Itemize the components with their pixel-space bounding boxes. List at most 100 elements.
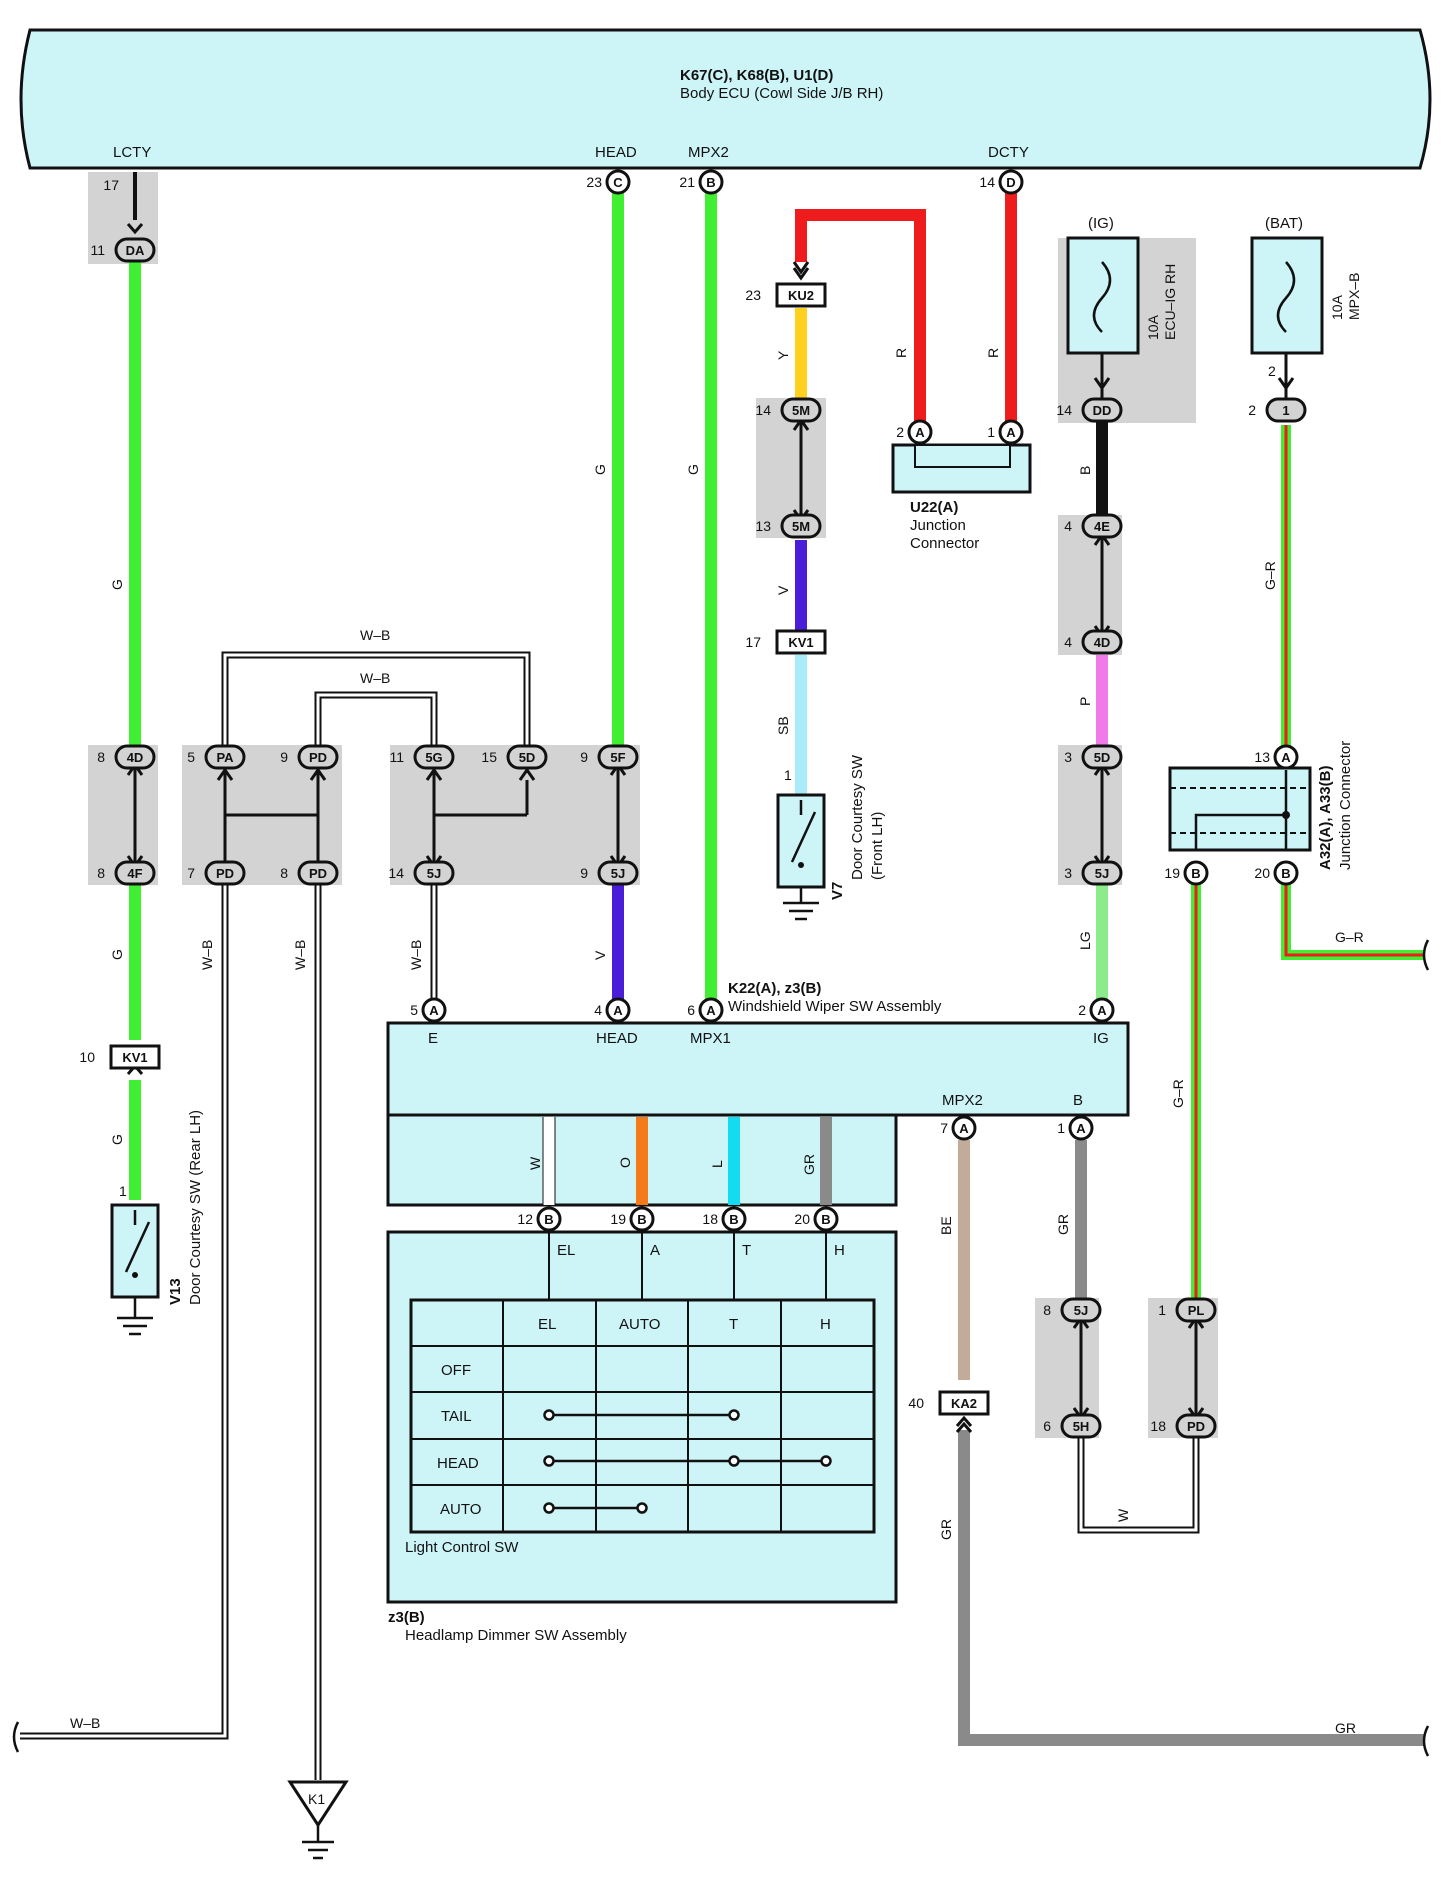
connector-pin-f4: 8 — [97, 865, 105, 881]
connector-pin-d5: 15 — [481, 749, 497, 765]
terminal-code-18: B — [821, 1212, 830, 1227]
terminal-code-9: A — [429, 1003, 439, 1018]
u22-junction-connector: U22(A) Junction Connector — [891, 443, 1032, 552]
connector-code-j5d: 5J — [1074, 1303, 1088, 1318]
terminal-code-6: A — [1281, 750, 1291, 765]
terminal-code-5: A — [1006, 425, 1016, 440]
connector-d4b: 4D4 — [1064, 629, 1123, 655]
connector-pin-j5d: 8 — [1043, 1302, 1051, 1318]
wiper-wire-o: O — [617, 1157, 633, 1168]
terminal-code-12: A — [1097, 1003, 1107, 1018]
wiper-wire-w: W — [527, 1156, 543, 1170]
wire-label-0: G — [109, 579, 125, 590]
connector-pd1: PD9 — [280, 744, 339, 770]
connector-pin-kv1a: 17 — [745, 634, 761, 650]
connector-pin-m5a: 14 — [755, 402, 771, 418]
wire-label-14: G–R — [1170, 1079, 1186, 1108]
body-ecu-subtitle: Body ECU (Cowl Side J/B RH) — [680, 85, 883, 102]
a32-id: A32(A), A33(B) — [1317, 766, 1334, 870]
connector-pin-kv1b: 10 — [79, 1049, 95, 1065]
connector-pa: PA5 — [187, 744, 246, 770]
terminal-pin-17: 18 — [702, 1211, 718, 1227]
headlamp-dimmer-sw: EL A T H EL AUTO T H OFF TAIL HEAD AU — [386, 1230, 898, 1644]
ecu-terminal-lcty: LCTY — [113, 144, 151, 161]
terminal-code-16: B — [637, 1212, 646, 1227]
terminal-17: B18 — [702, 1206, 747, 1232]
wire-label-17: W–B — [292, 940, 308, 970]
terminal-pin-16: 19 — [610, 1211, 626, 1227]
v7-id: V7 — [829, 882, 846, 900]
door-courtesy-sw-front-lh: 1 V7 Door Courtesy SW (Front LH) — [776, 754, 886, 921]
terminal-12: A2 — [1078, 997, 1115, 1023]
terminal-6: A13 — [1254, 744, 1299, 770]
v13-pin: 1 — [119, 1183, 127, 1199]
wire-label-9: SB — [775, 716, 791, 735]
terminal-0: 17 — [103, 177, 119, 193]
wire-label-18: W–B — [408, 940, 424, 970]
connector-code-j5b: 5J — [611, 866, 625, 881]
wiper-wire-gr: GR — [801, 1154, 817, 1175]
wiper-wire-l: L — [709, 1160, 725, 1168]
k1-label: K1 — [308, 1791, 325, 1807]
terminal-3: D 14 — [979, 169, 1024, 195]
connector-code-g5: 5G — [425, 750, 442, 765]
connector-code-da: DA — [126, 243, 145, 258]
terminal-pin-3: 14 — [979, 174, 995, 190]
v7-name1: Door Courtesy SW — [849, 754, 866, 880]
connector-pin-pa: 5 — [187, 749, 195, 765]
wire-label-11: P — [1077, 697, 1093, 706]
terminal-9: A5 — [410, 997, 447, 1023]
terminal-code-2: B — [706, 175, 715, 190]
break-marks — [12, 939, 1430, 1757]
table-row-auto: AUTO — [440, 1501, 481, 1518]
u22-name2: Connector — [910, 535, 979, 552]
table-col-h: H — [820, 1316, 831, 1333]
wire-label-h-1: W–B — [360, 670, 390, 686]
u22-name1: Junction — [910, 517, 966, 534]
terminal-16: B 19 — [610, 1206, 655, 1232]
wire-label-4: G — [685, 464, 701, 475]
connector-pin-ku2: 23 — [745, 287, 761, 303]
connector-pd3: PD8 — [280, 860, 339, 886]
dimmer-term-a: A — [650, 1242, 660, 1259]
wire-label-12: LG — [1077, 931, 1093, 950]
connector-code-pl: PL — [1188, 1303, 1205, 1318]
terminal-code-3: D — [1006, 175, 1015, 190]
table-row-head: HEAD — [437, 1455, 479, 1472]
terminal-code-10: A — [613, 1003, 623, 1018]
wire-label-5: R — [893, 348, 909, 358]
terminal-code-7: B — [1191, 866, 1200, 881]
connector-j5b: 5J9 — [580, 860, 639, 886]
connector-pl: PL1 — [1158, 1297, 1217, 1323]
connector-code-e4: 4E — [1094, 519, 1110, 534]
dimmer-term-t: T — [742, 1242, 751, 1259]
terminal-1: C23 — [586, 169, 631, 195]
connector-c1: 12 — [1248, 397, 1307, 423]
connector-code-ka2: KA2 — [951, 1396, 977, 1411]
ecu-terminal-dcty: DCTY — [988, 144, 1029, 161]
wire-label-h-4: GR — [1335, 1720, 1356, 1736]
connector-pin-da: 11 — [90, 242, 105, 258]
terminal-code-1: C — [613, 175, 623, 190]
terminal-7: B19 — [1164, 860, 1209, 886]
connector-d5b: 5D3 — [1064, 744, 1123, 770]
table-row-off: OFF — [441, 1362, 471, 1379]
wiper-term-head: HEAD — [596, 1030, 638, 1047]
connector-pin-c1: 2 — [1248, 402, 1256, 418]
wire-label-h-2: G–R — [1335, 929, 1364, 945]
wire-label-8: V — [775, 585, 791, 595]
connector-code-dd: DD — [1093, 403, 1112, 418]
wire-label-h-0: W–B — [360, 627, 390, 643]
terminal-code-15: B — [544, 1212, 553, 1227]
fuse-ig-name: ECU–IG RH — [1162, 264, 1178, 340]
fuse-bat-pin: 2 — [1268, 363, 1276, 379]
ecu-terminal-head: HEAD — [595, 144, 637, 161]
fuse-mpx-b: (BAT) 2 10A MPX–B — [1250, 215, 1362, 398]
connector-pin-dd: 14 — [1056, 402, 1072, 418]
